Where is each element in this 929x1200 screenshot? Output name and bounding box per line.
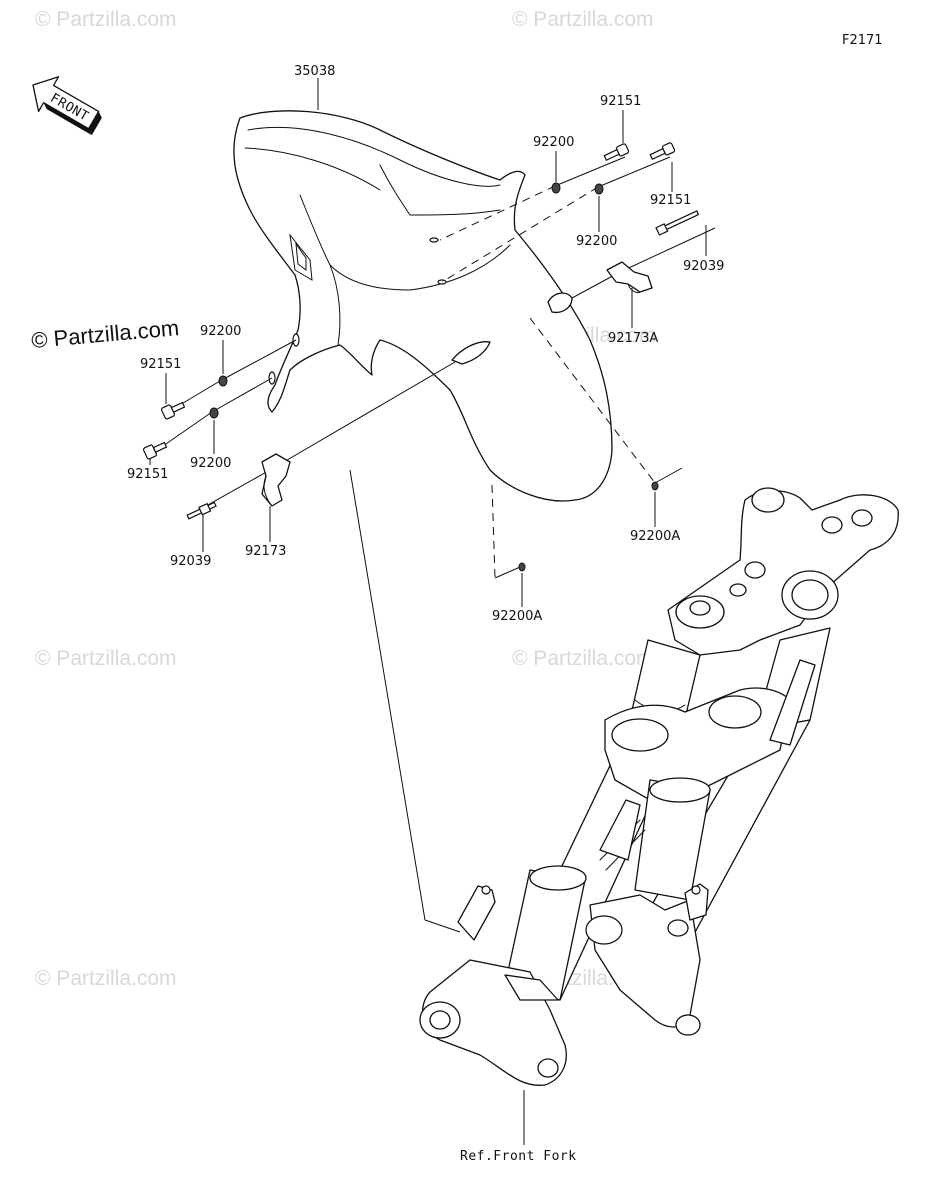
label-92200: 92200 (533, 135, 574, 150)
washer-icon (594, 183, 604, 195)
watermark: © Partzilla.com (512, 8, 654, 31)
hardware-lines (149, 156, 716, 933)
bracket-icon (261, 453, 291, 507)
watermark: © Partzilla.com (35, 8, 177, 31)
watermark: © Partzilla.com (35, 967, 177, 990)
label-92200a: 92200A (492, 609, 542, 624)
washer-icon (209, 407, 219, 419)
washer-icon (518, 562, 526, 572)
label-92151: 92151 (600, 94, 641, 109)
clamp-icon (186, 501, 217, 520)
bracket-icon (606, 261, 653, 293)
reference-label: Ref.Front Fork (460, 1149, 577, 1164)
hardware (142, 142, 700, 572)
watermark: © Partzilla.com (35, 647, 177, 670)
bolt-icon (649, 142, 676, 160)
front-fork (419, 487, 899, 1086)
label-35038: 35038 (294, 64, 335, 79)
bolt-icon (603, 143, 630, 161)
front-arrow-icon: FRONT (32, 76, 102, 136)
label-92151: 92151 (140, 357, 181, 372)
label-92173a: 92173A (608, 331, 658, 346)
washer-icon (651, 481, 659, 491)
label-92173: 92173 (245, 544, 286, 559)
label-92200a: 92200A (630, 529, 680, 544)
label-92200: 92200 (200, 324, 241, 339)
diagram-code: F2171 (842, 33, 883, 48)
bolt-icon (142, 441, 168, 460)
label-92200: 92200 (576, 234, 617, 249)
clamp-icon (655, 210, 700, 236)
front-fender (233, 110, 613, 502)
watermark: © Partzilla.com (512, 647, 654, 670)
part-labels: 35038 92151 92200 92151 92200 92039 9217… (127, 64, 724, 1164)
bolt-icon (160, 401, 186, 420)
label-92039: 92039 (683, 259, 724, 274)
watermark-dark: © Partzilla.com (30, 315, 180, 353)
washer-icon (218, 375, 228, 387)
washer-icon (551, 182, 561, 194)
label-92039: 92039 (170, 554, 211, 569)
label-92151: 92151 (127, 467, 168, 482)
label-92151: 92151 (650, 193, 691, 208)
label-92200: 92200 (190, 456, 231, 471)
